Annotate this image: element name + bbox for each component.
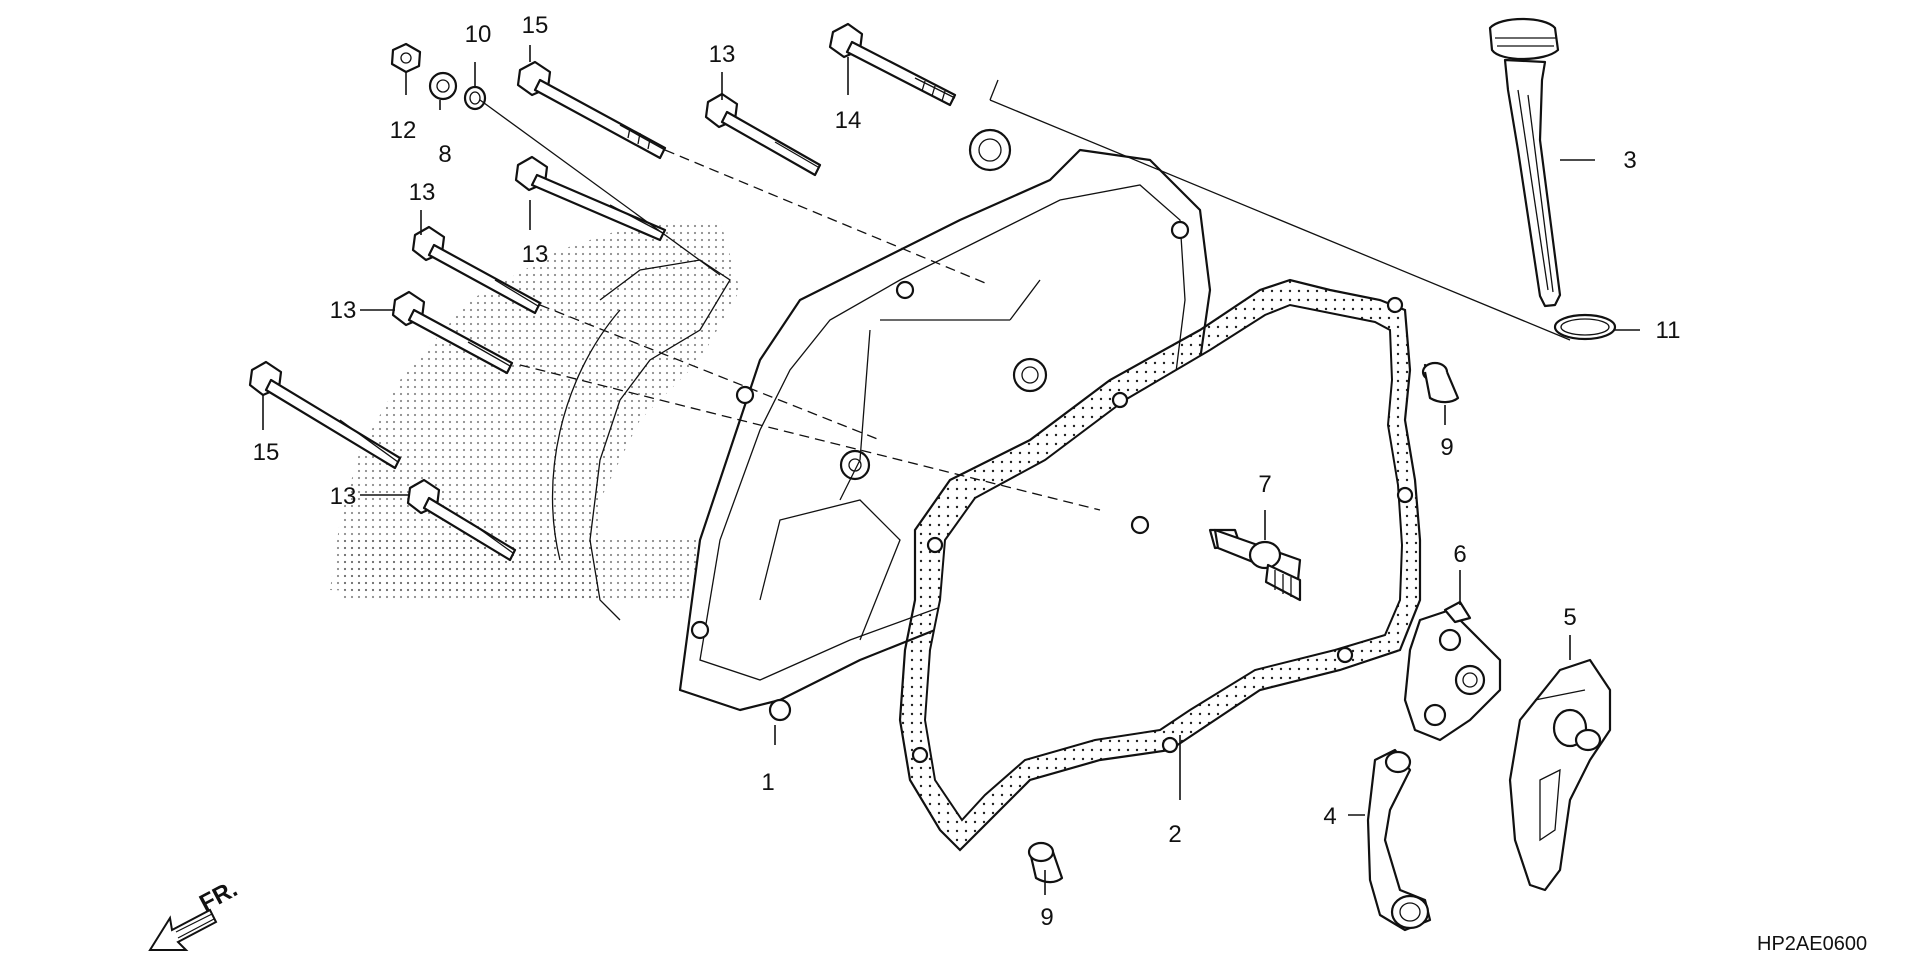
- cover-gasket: [898, 278, 1422, 852]
- callout-14: 14: [835, 107, 862, 134]
- diagram-code: HP2AE0600: [1757, 933, 1867, 955]
- leader-lines: [262, 45, 1640, 895]
- front-label: FR.: [195, 875, 242, 917]
- callout-15-top: 15: [522, 12, 549, 39]
- bolt-15-top: [516, 60, 667, 160]
- callout-8: 8: [438, 141, 451, 168]
- oil-dipstick: [1488, 18, 1617, 341]
- callout-1: 1: [761, 769, 774, 796]
- callout-15-left: 15: [253, 439, 280, 466]
- callout-11: 11: [1656, 317, 1681, 344]
- bolt-13-d: [391, 290, 514, 375]
- callout-10: 10: [465, 21, 492, 48]
- callout-2: 2: [1168, 821, 1181, 848]
- callout-7: 7: [1258, 471, 1271, 498]
- callout-12: 12: [390, 117, 417, 144]
- callout-13-d: 13: [330, 297, 357, 324]
- bolt-14: [828, 22, 957, 107]
- callouts: 1 2 3 4 5 6 7 8 9 9 10 11 12 13 13 13 13…: [253, 12, 1681, 931]
- nut-and-washers: [390, 42, 487, 111]
- lever-arm: [1366, 748, 1432, 932]
- callout-13-b: 13: [522, 241, 549, 268]
- callout-5: 5: [1563, 604, 1576, 631]
- bracket-plate: [1403, 600, 1502, 742]
- callout-9-upper: 9: [1440, 434, 1453, 461]
- callout-13-c: 13: [409, 179, 436, 206]
- dowel-pins: [1027, 361, 1460, 884]
- front-direction-arrow: FR.: [148, 875, 242, 951]
- callout-4: 4: [1323, 803, 1336, 830]
- pivot-bolt: [1208, 528, 1302, 602]
- callout-9-lower: 9: [1040, 904, 1053, 931]
- bolt-13-c: [411, 225, 542, 315]
- assembly-lines: [479, 79, 1571, 511]
- bolt-15-left: [248, 360, 402, 470]
- bolt-13-b: [514, 155, 667, 242]
- callout-6: 6: [1453, 541, 1466, 568]
- callout-3: 3: [1623, 147, 1636, 174]
- callout-13-e: 13: [330, 483, 357, 510]
- cover-bolts: [248, 22, 957, 562]
- callout-13-a: 13: [709, 41, 736, 68]
- bolt-13-e: [406, 478, 517, 562]
- cam-plate: [1508, 658, 1612, 892]
- bolt-13-a: [704, 92, 822, 177]
